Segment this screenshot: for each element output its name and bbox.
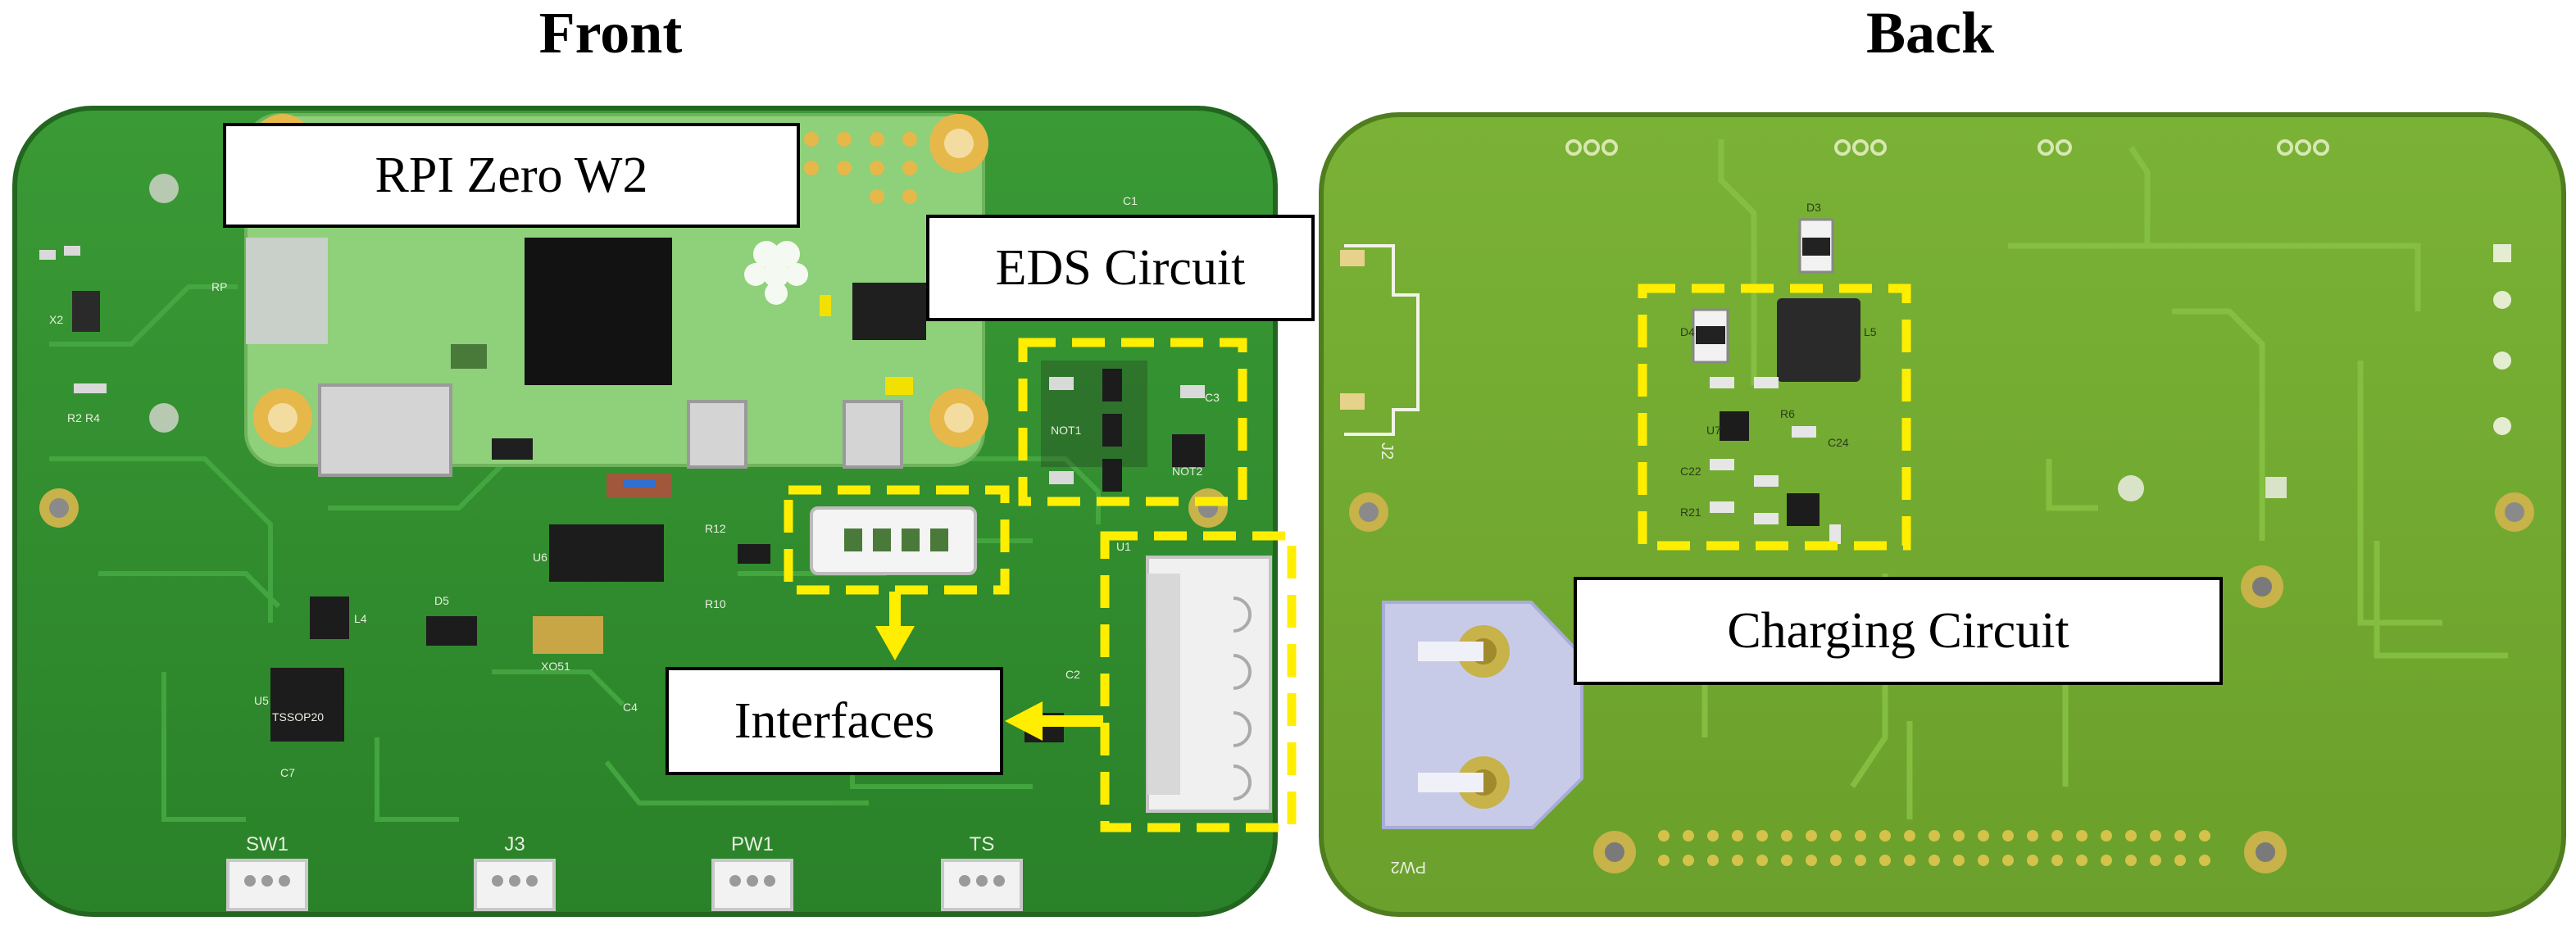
- silk-not2: NOT2: [1172, 465, 1203, 478]
- silk-d5: D5: [434, 594, 449, 607]
- front-heading: Front: [538, 0, 683, 66]
- silk-d4: D4: [1680, 325, 1695, 338]
- connector-highlight-box: [1100, 531, 1297, 832]
- side-terminal-connector: [1146, 556, 1272, 813]
- silk-r10: R10: [705, 597, 726, 610]
- silk-pw1: PW1: [731, 833, 774, 855]
- back-heading: Back: [1865, 0, 1995, 66]
- silk-pw2: PW2: [1391, 858, 1426, 876]
- usb-highlight-box: [784, 485, 1010, 595]
- silk-c2: C2: [1065, 668, 1080, 681]
- silk-r21: R21: [1680, 506, 1701, 519]
- bottom-via-row: [1658, 830, 2210, 866]
- charging-circuit-parts: D4 L5 U7 R6 C24 C22 R21 D3: [1680, 201, 1877, 544]
- usb-a-port: [810, 506, 977, 575]
- silk-r12: R12: [705, 522, 726, 535]
- silk-c22: C22: [1680, 465, 1701, 478]
- silk-u5: U5: [254, 694, 269, 707]
- silk-c4: C4: [623, 701, 638, 714]
- silk-c7: C7: [280, 766, 295, 779]
- silk-d3: D3: [1806, 201, 1821, 214]
- silk-j3: J3: [504, 833, 525, 855]
- silk-rp: RP: [211, 280, 227, 293]
- silk-l4: L4: [354, 612, 367, 625]
- silk-sw1: SW1: [246, 833, 288, 855]
- silk-c3: C3: [1205, 391, 1220, 404]
- silk-ts: TS: [970, 833, 995, 855]
- charging-highlight-box: [1638, 284, 1911, 551]
- silk-j2: J2: [1378, 442, 1396, 460]
- label-rpi-zero-w2: RPI Zero W2: [223, 123, 800, 228]
- silk-not1: NOT1: [1051, 424, 1082, 437]
- silk-r4: R4: [85, 411, 100, 424]
- coin-cell-holder: [1382, 601, 1583, 829]
- front-silkscreen: RP X2 R2 R4 U6 U5 L4 D5 C4 C7 R12 R10 C2…: [49, 194, 1138, 779]
- interface-arrows: [875, 592, 1103, 741]
- label-eds-circuit: EDS Circuit: [926, 215, 1315, 321]
- silk-r6: R6: [1780, 407, 1795, 420]
- silk-u7: U7: [1706, 424, 1721, 437]
- silk-u6: U6: [533, 551, 547, 564]
- label-interfaces: Interfaces: [666, 667, 1003, 775]
- back-pcb: J2 PW2: [1319, 112, 2566, 917]
- eds-circuit-parts: NOT1 NOT2 C3: [1049, 369, 1220, 492]
- silk-l5: L5: [1864, 325, 1877, 338]
- silk-r2: R2: [67, 411, 82, 424]
- front-highlights: [784, 338, 1297, 832]
- back-mount-holes: [1349, 475, 2534, 873]
- silk-crystal: XO51: [541, 660, 570, 673]
- back-highlights: [1638, 284, 1911, 551]
- silk-x2: X2: [49, 313, 63, 326]
- silk-c1: C1: [1123, 194, 1138, 207]
- bottom-connectors: SW1 J3 PW1 TS: [226, 833, 1023, 911]
- silk-chip-marking: TSSOP20: [272, 710, 324, 724]
- silk-u1: U1: [1116, 540, 1131, 553]
- eds-highlight-box: [1018, 338, 1247, 506]
- silk-c24: C24: [1828, 436, 1849, 449]
- j2-connector-footprint: [1340, 244, 1420, 436]
- label-charging-circuit: Charging Circuit: [1574, 577, 2223, 685]
